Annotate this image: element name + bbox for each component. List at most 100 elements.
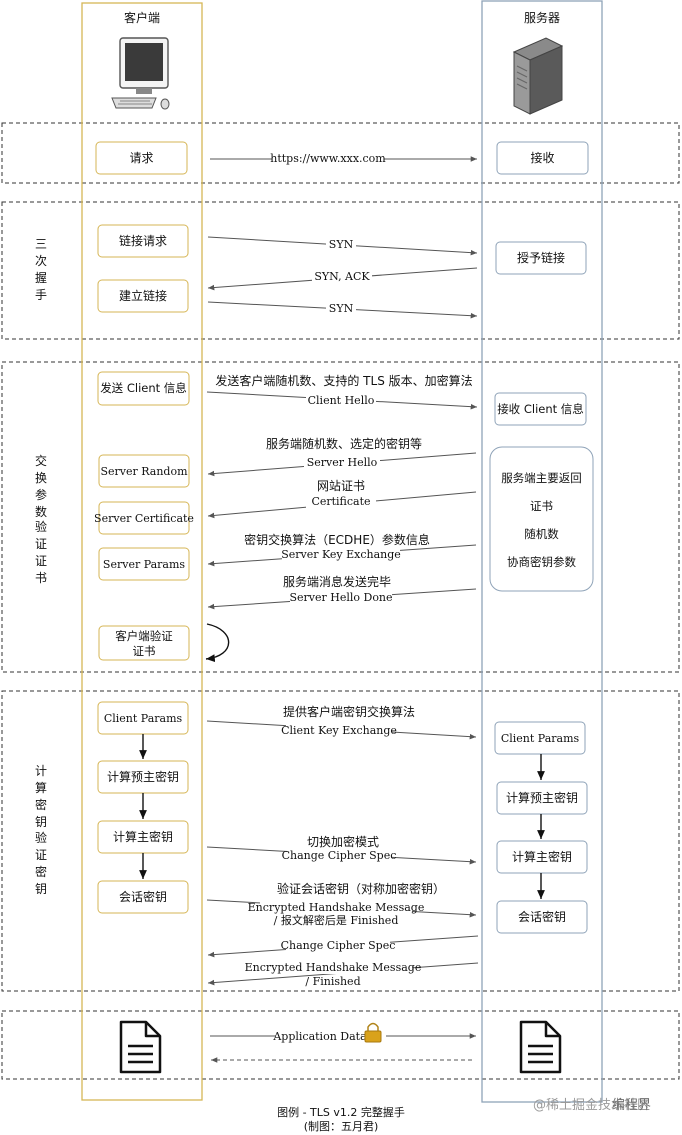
svg-text:/ Finished: / Finished (305, 975, 360, 988)
box-receive: 接收 (496, 141, 589, 175)
client-lane (81, 2, 203, 1101)
svg-text:客户端验证: 客户端验证 (115, 629, 173, 643)
svg-text:计算主密钥: 计算主密钥 (512, 849, 572, 864)
msg-server-hello-done: 服务端消息发送完毕 Server Hello Done (207, 574, 477, 610)
msg-change-cipher-spec: 切换加密模式 Change Cipher Spec (206, 834, 477, 865)
box-server-calc-master: 计算主密钥 (496, 840, 588, 874)
svg-text:网站证书: 网站证书 (317, 479, 365, 493)
phase-label-char: 证 (35, 554, 47, 568)
phase-label-char: 手 (35, 288, 47, 302)
msg-syn-2: SYN (207, 301, 478, 319)
caption-title: 图例 - TLS v1.2 完整握手 (277, 1105, 405, 1119)
svg-text:SYN: SYN (329, 302, 354, 315)
phase-label-char: 次 (35, 254, 47, 268)
svg-text:证书: 证书 (530, 499, 553, 513)
svg-text:验证会话密钥（对称加密密钥）: 验证会话密钥（对称加密密钥） (277, 881, 445, 896)
phase-label-char: 密 (35, 864, 47, 879)
box-server-session-key: 会话密钥 (496, 900, 588, 934)
svg-text:服务端随机数、选定的密钥等: 服务端随机数、选定的密钥等 (266, 436, 422, 451)
svg-text:服务端主要返回: 服务端主要返回 (501, 471, 582, 485)
svg-text:Server Random: Server Random (100, 465, 188, 478)
box-calc-premaster: 计算预主密钥 (97, 760, 189, 794)
box-server-calc-premaster: 计算预主密钥 (496, 781, 588, 815)
box-client-params: Client Params (97, 701, 189, 735)
svg-text:会话密钥: 会话密钥 (518, 909, 566, 924)
msg-syn-1: SYN (207, 236, 478, 256)
svg-text:Server Certificate: Server Certificate (94, 512, 194, 525)
phase-label-char: 证 (35, 848, 47, 862)
svg-text:Change Cipher Spec: Change Cipher Spec (282, 849, 397, 862)
phase-region-compute (1, 690, 680, 992)
msg-url: https://www.xxx.com (210, 151, 477, 165)
svg-text:Encrypted Handshake Message: Encrypted Handshake Message (245, 961, 422, 974)
svg-text:Client Hello: Client Hello (308, 394, 375, 407)
svg-text:会话密钥: 会话密钥 (119, 889, 167, 904)
svg-text:Certificate: Certificate (311, 495, 370, 508)
msg-application-data: Application Data (210, 1028, 476, 1043)
box-server-params: Server Params (98, 547, 190, 581)
svg-text:链接请求: 链接请求 (119, 233, 167, 248)
msg-client-key-exchange: 提供客户端密钥交换算法 Client Key Exchange (206, 704, 477, 740)
phase-label-char: 换 (35, 471, 47, 485)
svg-text:Client Params: Client Params (501, 732, 580, 745)
server-lane (481, 0, 603, 1103)
svg-text:计算预主密钥: 计算预主密钥 (506, 790, 578, 805)
box-server-random: Server Random (98, 454, 190, 488)
box-server-client-params: Client Params (494, 721, 586, 755)
phase-region-appdata (1, 1010, 680, 1080)
svg-text:Client Params: Client Params (104, 712, 183, 725)
msg-encrypted-handshake: 验证会话密钥（对称加密密钥） Encrypted Handshake Messa… (206, 881, 477, 927)
svg-text:Server Params: Server Params (103, 558, 185, 571)
svg-text:Server Hello: Server Hello (307, 456, 378, 469)
phase-label-char: 书 (35, 571, 47, 585)
watermark-biancheng: 编程界 (612, 1098, 651, 1113)
svg-text:SYN, ACK: SYN, ACK (314, 270, 370, 283)
phase-label-char: 验 (35, 830, 47, 845)
client-lane-title: 客户端 (124, 10, 160, 25)
arrow-self-verify (205, 623, 230, 663)
box-calc-master: 计算主密钥 (97, 820, 189, 854)
box-session-key: 会话密钥 (97, 880, 189, 914)
svg-text:提供客户端密钥交换算法: 提供客户端密钥交换算法 (283, 704, 415, 719)
server-tower-icon (512, 37, 564, 115)
phase-label-char: 交 (35, 453, 47, 468)
msg-client-hello: 发送客户端随机数、支持的 TLS 版本、加密算法 Client Hello (206, 373, 478, 410)
msg-certificate: 网站证书 Certificate (207, 479, 477, 519)
svg-text:切换加密模式: 切换加密模式 (307, 834, 379, 849)
phase-label-char: 三 (35, 237, 47, 251)
document-icon (519, 1020, 562, 1074)
phase-region-exchange (1, 361, 680, 673)
lock-icon (364, 1022, 382, 1043)
phase-label-char: 数 (35, 504, 47, 519)
monitor-icon (111, 37, 170, 110)
svg-text:Client Key Exchange: Client Key Exchange (281, 724, 397, 737)
phase-label-char: 验 (35, 519, 47, 534)
msg-synack: SYN, ACK (207, 267, 478, 291)
phase-region-handshake (1, 201, 680, 340)
svg-text:SYN: SYN (329, 238, 354, 251)
svg-text:/ 报文解密后是 Finished: / 报文解密后是 Finished (274, 913, 399, 927)
caption-author: (制图：五月君) (304, 1120, 379, 1133)
svg-text:密钥交换算法（ECDHE）参数信息: 密钥交换算法（ECDHE）参数信息 (244, 532, 430, 547)
svg-text:服务端消息发送完毕: 服务端消息发送完毕 (283, 574, 391, 589)
box-recv-client-info: 接收 Client 信息 (494, 392, 587, 426)
svg-text:Application Data: Application Data (272, 1030, 367, 1043)
phase-label-char: 证 (35, 537, 47, 551)
watermark-juejin: @稀土掘金技术社区 (533, 1097, 650, 1113)
svg-text:随机数: 随机数 (524, 527, 559, 541)
svg-text:发送客户端随机数、支持的 TLS 版本、加密算法: 发送客户端随机数、支持的 TLS 版本、加密算法 (215, 373, 472, 388)
svg-text:Change Cipher Spec: Change Cipher Spec (281, 939, 396, 952)
svg-text:Server Key Exchange: Server Key Exchange (281, 548, 401, 561)
svg-text:接收: 接收 (530, 150, 554, 165)
phase-label-char: 算 (35, 780, 47, 795)
svg-text:请求: 请求 (129, 151, 153, 165)
svg-text:https://www.xxx.com: https://www.xxx.com (270, 152, 386, 165)
svg-text:计算主密钥: 计算主密钥 (113, 829, 173, 844)
box-request: 请求 (95, 141, 188, 175)
msg-server-hello: 服务端随机数、选定的密钥等 Server Hello (207, 436, 477, 477)
svg-text:证书: 证书 (133, 644, 156, 658)
